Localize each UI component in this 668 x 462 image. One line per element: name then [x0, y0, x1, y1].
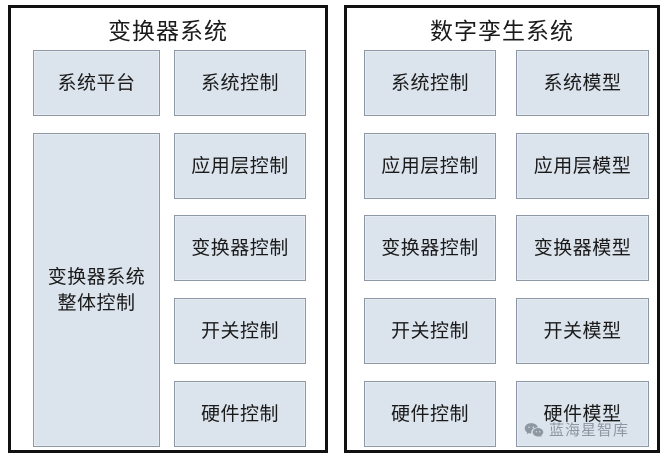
block-system-model[interactable]: 系统模型	[516, 50, 649, 116]
block-converter-model[interactable]: 变换器模型	[516, 215, 649, 281]
panel-converter-system: 变换器系统 系统平台 变换器系统 整体控制 系统控制 应用层控制 变换器控制 开…	[8, 5, 328, 453]
block-application-layer-control[interactable]: 应用层控制	[174, 133, 306, 199]
block-hardware-model[interactable]: 硬件模型	[516, 381, 649, 447]
panel-digital-twin-system-title: 数字孪生系统	[430, 19, 574, 45]
block-twin-system-control[interactable]: 系统控制	[364, 50, 496, 116]
block-system-platform[interactable]: 系统平台	[33, 50, 160, 116]
block-converter-control[interactable]: 变换器控制	[174, 215, 306, 281]
block-system-control[interactable]: 系统控制	[174, 50, 306, 116]
panel-converter-system-title: 变换器系统	[108, 19, 228, 45]
block-twin-converter-control[interactable]: 变换器控制	[364, 215, 496, 281]
block-twin-application-layer-control[interactable]: 应用层控制	[364, 133, 496, 199]
block-twin-switch-control[interactable]: 开关控制	[364, 298, 496, 364]
block-twin-hardware-control[interactable]: 硬件控制	[364, 381, 496, 447]
block-switch-control[interactable]: 开关控制	[174, 298, 306, 364]
block-converter-system-overall-control[interactable]: 变换器系统 整体控制	[33, 133, 160, 447]
panel-digital-twin-system: 数字孪生系统 系统控制 应用层控制 变换器控制 开关控制 硬件控制 系统模型 应…	[344, 5, 660, 453]
block-switch-model[interactable]: 开关模型	[516, 298, 649, 364]
block-application-layer-model[interactable]: 应用层模型	[516, 133, 649, 199]
block-hardware-control[interactable]: 硬件控制	[174, 381, 306, 447]
